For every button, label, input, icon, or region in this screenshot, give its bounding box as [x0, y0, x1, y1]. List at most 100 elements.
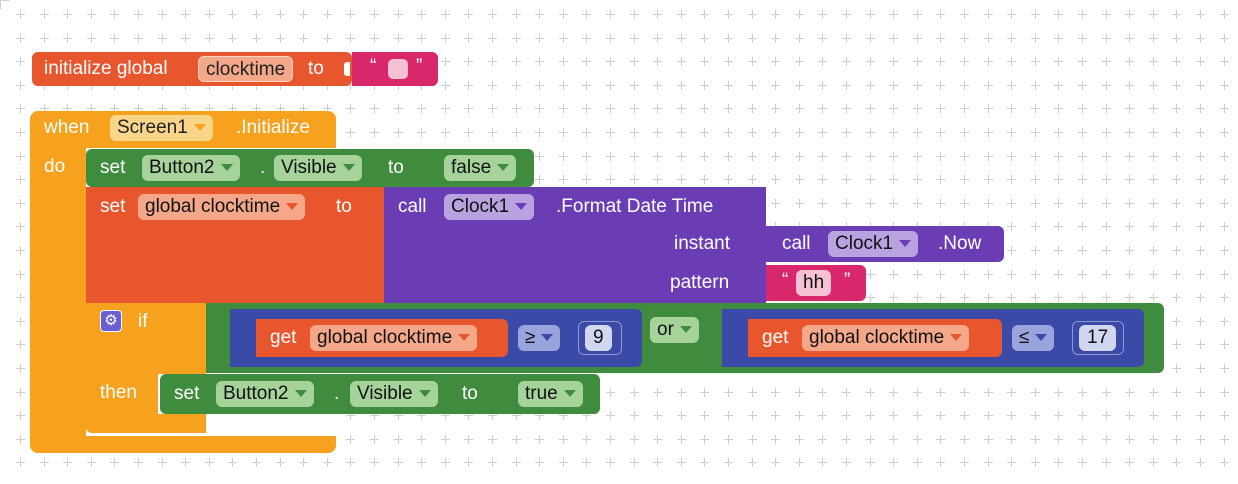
grid-plus-mark — [700, 104, 709, 113]
clock1-now-component-dropdown[interactable]: Clock1 — [828, 231, 919, 257]
grid-plus-mark — [1172, 222, 1181, 231]
grid-plus-mark — [724, 104, 733, 113]
grid-plus-mark — [936, 293, 945, 302]
pattern-text-field[interactable]: hh — [796, 270, 832, 296]
compare-le-operator-dropdown[interactable]: ≤ — [1012, 325, 1055, 351]
false-dropdown[interactable]: false — [444, 155, 517, 181]
number-9-block[interactable]: 9 — [578, 321, 622, 355]
grid-plus-mark — [1054, 222, 1063, 231]
grid-plus-mark — [441, 81, 450, 90]
format-date-time-block[interactable]: call Clock1 .Format Date Time instant pa… — [384, 187, 766, 303]
grid-plus-mark — [889, 270, 898, 279]
get-label-right: get — [762, 327, 789, 348]
compare-ge-block[interactable]: get global clocktime ≥ 9 — [230, 309, 642, 367]
grid-plus-mark — [1031, 411, 1040, 420]
grid-plus-mark — [984, 81, 993, 90]
grid-plus-mark — [795, 199, 804, 208]
grid-plus-mark — [582, 458, 591, 467]
get-var-left-dropdown[interactable]: global clocktime — [310, 325, 478, 351]
compare-le-block[interactable]: get global clocktime ≤ 17 — [722, 309, 1144, 367]
grid-plus-mark — [488, 10, 497, 19]
screen-component-dropdown[interactable]: Screen1 — [110, 115, 213, 141]
true-dropdown[interactable]: true — [518, 381, 583, 407]
grid-plus-mark — [748, 152, 757, 161]
grid-plus-mark — [653, 175, 662, 184]
grid-plus-mark — [1007, 81, 1016, 90]
grid-plus-mark — [771, 175, 780, 184]
grid-plus-mark — [1172, 246, 1181, 255]
compare-ge-operator-dropdown[interactable]: ≥ — [518, 325, 561, 351]
set-button-visible-false-block[interactable]: set Button2 . Visible to false — [86, 149, 534, 187]
pattern-text-block[interactable]: “ hh ” — [766, 265, 866, 301]
grid-plus-mark — [630, 411, 639, 420]
set-button-visible-true-block[interactable]: set Button2 . Visible to true — [160, 374, 600, 414]
grid-plus-mark — [700, 81, 709, 90]
grid-plus-mark — [984, 128, 993, 137]
grid-plus-mark — [842, 458, 851, 467]
get-var-right-dropdown[interactable]: global clocktime — [802, 325, 970, 351]
grid-plus-mark — [866, 104, 875, 113]
global-clocktime-dropdown[interactable]: global clocktime — [138, 194, 306, 220]
button2-component-dropdown[interactable]: Button2 — [142, 155, 240, 181]
clock-now-block[interactable]: call Clock1 .Now — [766, 226, 1004, 262]
grid-plus-mark — [582, 57, 591, 66]
grid-plus-mark — [818, 34, 827, 43]
number-17-block[interactable]: 17 — [1072, 321, 1124, 355]
global-var-name-field[interactable]: clocktime — [198, 56, 294, 82]
grid-plus-mark — [1102, 388, 1111, 397]
visible-true-property-dropdown[interactable]: Visible — [350, 381, 438, 407]
button2-true-component-dropdown[interactable]: Button2 — [216, 381, 314, 407]
grid-plus-mark — [16, 57, 25, 66]
grid-plus-mark — [984, 57, 993, 66]
empty-text-field[interactable] — [388, 59, 408, 79]
grid-plus-mark — [16, 270, 25, 279]
grid-plus-mark — [653, 128, 662, 137]
button2-true-name: Button2 — [223, 383, 289, 404]
grid-plus-mark — [488, 128, 497, 137]
get-clocktime-right-block[interactable]: get global clocktime — [748, 319, 1002, 357]
set-global-clocktime-block[interactable]: set global clocktime to — [86, 187, 384, 303]
grid-plus-mark — [913, 34, 922, 43]
grid-plus-mark — [1149, 270, 1158, 279]
number-9-field[interactable]: 9 — [585, 325, 612, 351]
or-operator-dropdown[interactable]: or — [650, 317, 699, 343]
grid-plus-mark — [606, 81, 615, 90]
grid-plus-mark — [700, 458, 709, 467]
grid-plus-mark — [1220, 411, 1229, 420]
false-logic-block[interactable]: false — [430, 151, 534, 185]
grid-plus-mark — [771, 152, 780, 161]
true-logic-block[interactable]: true — [506, 376, 600, 412]
clock1-component-dropdown[interactable]: Clock1 — [444, 194, 535, 220]
grid-plus-mark — [960, 293, 969, 302]
grid-plus-mark — [1031, 388, 1040, 397]
grid-plus-mark — [1172, 57, 1181, 66]
grid-plus-mark — [394, 10, 403, 19]
grid-plus-mark — [984, 34, 993, 43]
number-17-field[interactable]: 17 — [1079, 325, 1117, 351]
grid-plus-mark — [748, 175, 757, 184]
grid-plus-mark — [1078, 222, 1087, 231]
grid-plus-mark — [700, 411, 709, 420]
visible-property-dropdown[interactable]: Visible — [274, 155, 362, 181]
grid-plus-mark — [1149, 388, 1158, 397]
grid-plus-mark — [1102, 81, 1111, 90]
grid-plus-mark — [1102, 435, 1111, 444]
grid-plus-mark — [606, 411, 615, 420]
grid-plus-mark — [1031, 458, 1040, 467]
to-label: to — [388, 157, 404, 178]
grid-plus-mark — [1102, 199, 1111, 208]
gear-icon[interactable]: ⚙ — [100, 310, 122, 332]
grid-plus-mark — [1125, 388, 1134, 397]
initialize-global-block[interactable]: initialize global clocktime to — [32, 52, 352, 86]
empty-text-block[interactable]: “ ” — [352, 52, 438, 86]
grid-plus-mark — [559, 10, 568, 19]
grid-plus-mark — [16, 34, 25, 43]
chevron-down-icon — [342, 164, 355, 172]
grid-plus-mark — [936, 435, 945, 444]
grid-plus-mark — [559, 411, 568, 420]
get-clocktime-left-block[interactable]: get global clocktime — [256, 319, 508, 357]
grid-plus-mark — [1078, 34, 1087, 43]
grid-plus-mark — [512, 458, 521, 467]
grid-plus-mark — [1196, 57, 1205, 66]
grid-plus-mark — [488, 104, 497, 113]
